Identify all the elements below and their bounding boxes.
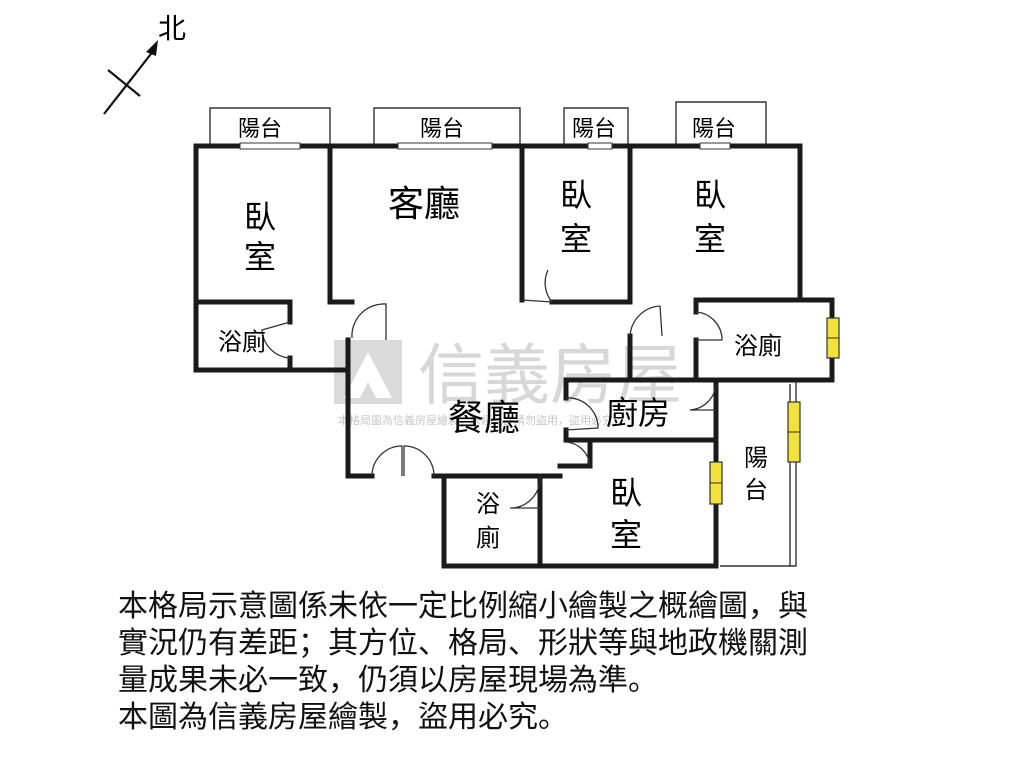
north-arrow: 北 [103, 12, 186, 115]
north-label: 北 [158, 12, 186, 45]
label-bath-south-2: 廁 [476, 524, 500, 552]
watermark: 信義房屋 本格局圖為信義房屋繪製，未經允許請勿盜用，盜用必究 [334, 337, 682, 427]
disclaimer-line-2: 實況仍有差距；其方位、格局、形狀等與地政機關測 [118, 626, 808, 661]
label-bedroom-east-2: 室 [694, 220, 726, 258]
disclaimer-line-1: 本格局示意圖係未依一定比例縮小繪製之概繪圖，與 [118, 589, 808, 624]
label-bath-west: 浴廁 [218, 328, 266, 356]
balcony-railings [209, 101, 797, 567]
label-bedroom-east-1: 臥 [694, 176, 726, 214]
disclaimer-line-4: 本圖為信義房屋繪製，盜用必究。 [118, 700, 568, 735]
label-dining-room: 餐廳 [448, 398, 520, 439]
disclaimer-line-3: 量成果未必一致，仍須以房屋現場為準。 [118, 663, 658, 698]
doors [261, 269, 723, 509]
watermark-brand: 信義房屋 [418, 337, 682, 414]
yellow-windows [709, 317, 840, 505]
label-bedroom-south-2: 室 [610, 516, 642, 554]
disclaimer-text: 本格局示意圖係未依一定比例縮小繪製之概繪圖，與 實況仍有差距；其方位、格局、形狀… [118, 588, 918, 736]
watermark-small: 本格局圖為信義房屋繪製，未經允許請勿盜用，盜用必究 [338, 413, 613, 427]
label-bath-east: 浴廁 [734, 332, 782, 360]
label-balcony-2: 陽台 [420, 117, 464, 142]
label-bedroom-center-1: 臥 [560, 176, 592, 214]
label-living-room: 客廳 [388, 184, 460, 225]
label-bath-south-1: 浴 [476, 490, 500, 518]
windows [239, 142, 731, 150]
label-balcony-east-2: 台 [744, 476, 768, 504]
room-labels: 陽台 陽台 陽台 陽台 臥 室 客廳 臥 室 臥 室 浴廁 浴廁 廚房 餐廳 浴… [218, 117, 782, 554]
label-balcony-1: 陽台 [238, 117, 282, 142]
label-bedroom-center-2: 室 [560, 220, 592, 258]
label-bedroom-west-1: 臥 [244, 198, 276, 236]
label-balcony-4: 陽台 [692, 117, 736, 142]
label-bedroom-south-1: 臥 [610, 474, 642, 512]
walls [193, 143, 835, 569]
label-kitchen: 廚房 [606, 394, 670, 432]
label-balcony-east-1: 陽 [744, 444, 768, 472]
label-bedroom-west-2: 室 [244, 238, 276, 276]
label-balcony-3: 陽台 [572, 117, 616, 142]
floor-plan: 信義房屋 本格局圖為信義房屋繪製，未經允許請勿盜用，盜用必究 北 [103, 12, 840, 569]
